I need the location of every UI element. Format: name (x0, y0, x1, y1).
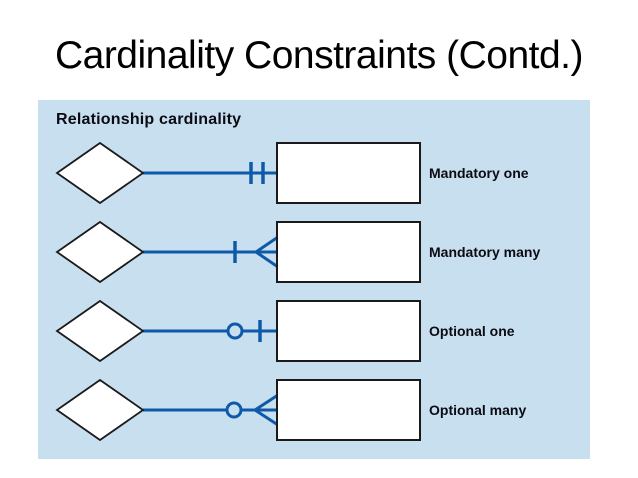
relationship-diamond (55, 141, 145, 205)
entity-rectangle (276, 142, 421, 204)
entity-rectangle (276, 300, 421, 362)
crow-foot-icon (254, 408, 279, 427)
crow-foot-icon (255, 250, 279, 269)
row-label: Mandatory many (429, 244, 541, 260)
relationship-diamond (55, 220, 145, 284)
crow-foot-icon (255, 235, 279, 254)
optional-circle-icon (226, 322, 244, 340)
optional-many-diagram (55, 378, 421, 442)
cardinality-row: Optional one (38, 291, 590, 371)
mandatory-one-diagram (55, 141, 421, 205)
row-label: Optional one (429, 323, 515, 339)
crow-foot-icon (254, 393, 279, 412)
panel-heading: Relationship cardinality (56, 111, 242, 128)
slide-title: Cardinality Constraints (Contd.) (54, 34, 584, 77)
cardinality-row: Mandatory many (38, 212, 590, 292)
row-label: Optional many (429, 402, 527, 418)
optional-one-diagram (55, 299, 421, 363)
cardinality-row: Optional many (38, 370, 590, 450)
mandatory-many-diagram (55, 220, 421, 284)
relationship-diamond (55, 378, 145, 442)
relationship-cardinality-panel: Relationship cardinality Mandatory one (38, 100, 590, 459)
optional-circle-icon (225, 401, 243, 419)
relationship-diamond (55, 299, 145, 363)
row-label: Mandatory one (429, 165, 529, 181)
entity-rectangle (276, 379, 421, 441)
cardinality-row: Mandatory one (38, 133, 590, 213)
entity-rectangle (276, 221, 421, 283)
